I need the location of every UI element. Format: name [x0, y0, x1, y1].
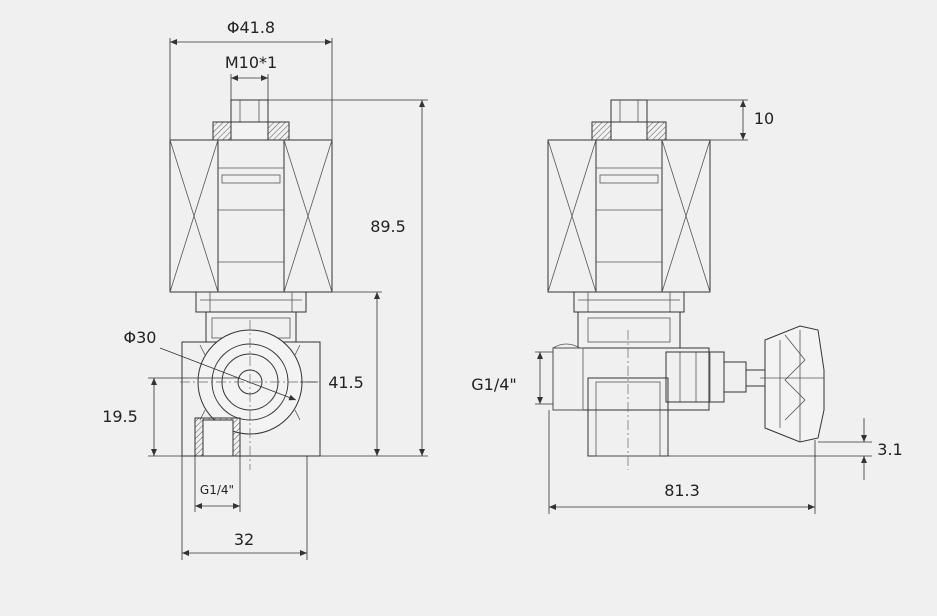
right-stem-top — [610, 99, 648, 123]
dim-body-diameter: Φ30 — [124, 328, 157, 347]
right-base-nut — [573, 291, 685, 313]
dim-length: 81.3 — [664, 481, 700, 500]
dim-port-height: 19.5 — [102, 407, 138, 426]
dim-total-height: 89.5 — [370, 217, 406, 236]
dim-top: 10 — [754, 109, 774, 128]
right-side-fitting — [665, 351, 725, 403]
right-neck — [577, 311, 681, 349]
dim-port-thread: G1/4" — [200, 483, 234, 497]
dim-outer-diameter: Φ41.8 — [227, 18, 275, 37]
right-view: 10 G1/4" 3.1 81.3 — [471, 99, 903, 514]
dim-right-port-thread: G1/4" — [471, 375, 517, 394]
dim-thread: M10*1 — [225, 53, 277, 72]
left-stem-top — [230, 99, 269, 123]
right-body — [552, 347, 710, 411]
dim-body-height: 41.5 — [328, 373, 364, 392]
left-base-nut — [195, 291, 307, 313]
dim-width: 32 — [234, 530, 254, 549]
right-handwheel — [764, 325, 825, 443]
dim-bottom-offset: 3.1 — [877, 440, 902, 459]
left-view: Φ41.8 M10*1 89.5 41.5 Φ30 19.5 G1/4" — [102, 18, 428, 560]
